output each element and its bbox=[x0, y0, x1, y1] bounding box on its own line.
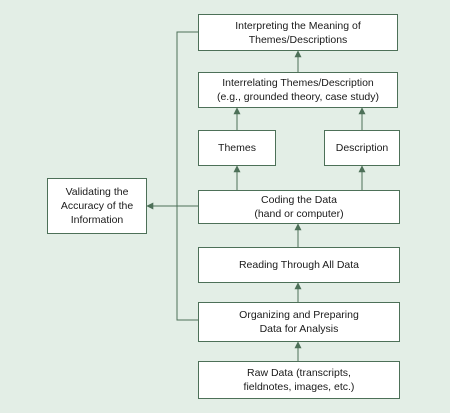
organizing-box: Organizing and Preparing Data for Analys… bbox=[198, 302, 400, 342]
description-box: Description bbox=[324, 130, 400, 166]
organizing-label: Organizing and Preparing Data for Analys… bbox=[239, 309, 359, 335]
interpreting-label: Interpreting the Meaning of Themes/Descr… bbox=[235, 19, 361, 46]
interrelating-box: Interrelating Themes/Description (e.g., … bbox=[198, 72, 398, 108]
validating-box: Validating the Accuracy of the Informati… bbox=[47, 178, 147, 234]
validating-label: Validating the Accuracy of the Informati… bbox=[60, 186, 134, 226]
themes-box: Themes bbox=[198, 130, 276, 166]
reading-box: Reading Through All Data bbox=[198, 247, 400, 283]
coding-label: Coding the Data (hand or computer) bbox=[254, 194, 344, 220]
coding-box: Coding the Data (hand or computer) bbox=[198, 190, 400, 224]
description-label: Description bbox=[335, 142, 389, 154]
interpreting-box: Interpreting the Meaning of Themes/Descr… bbox=[198, 14, 398, 51]
reading-label: Reading Through All Data bbox=[238, 259, 360, 271]
raw-data-label: Raw Data (transcripts, fieldnotes, image… bbox=[243, 367, 355, 393]
interrelating-label: Interrelating Themes/Description (e.g., … bbox=[216, 77, 380, 103]
themes-label: Themes bbox=[218, 142, 256, 154]
validation-bracket bbox=[176, 31, 198, 321]
raw-data-box: Raw Data (transcripts, fieldnotes, image… bbox=[198, 361, 400, 399]
